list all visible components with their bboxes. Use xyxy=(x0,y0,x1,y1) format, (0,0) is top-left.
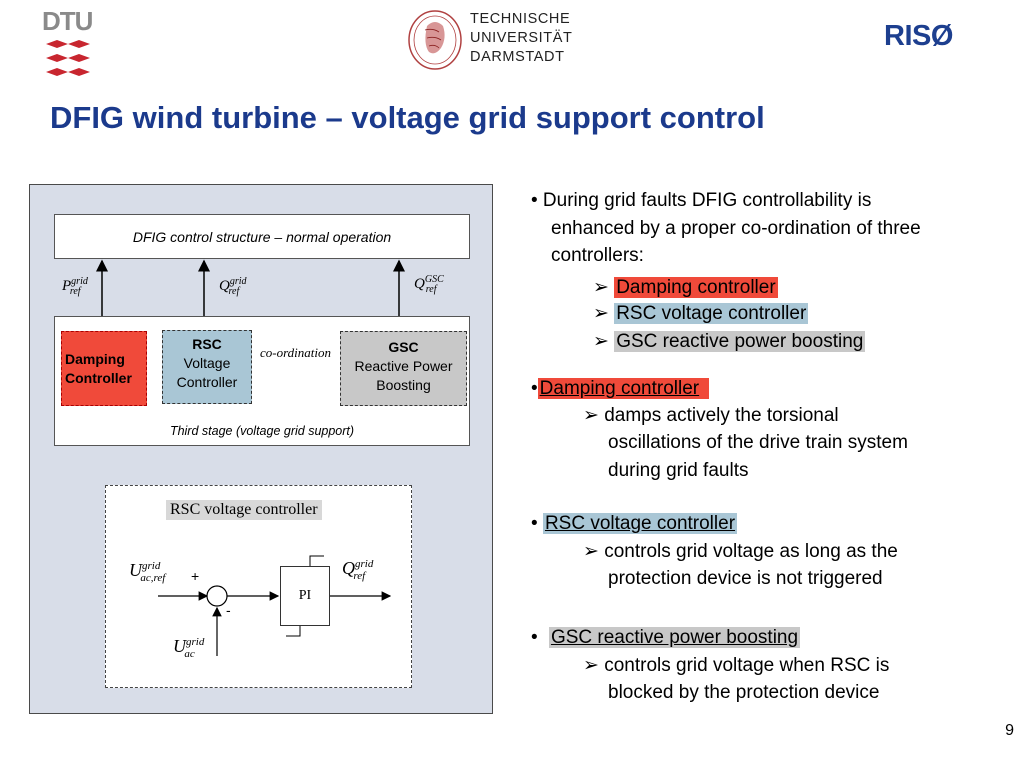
list-item-damping: ➢ Damping controller xyxy=(593,275,778,301)
tud-seal-logo xyxy=(408,10,462,70)
coordination-label: co-ordination xyxy=(260,345,332,360)
p-sub: ref xyxy=(69,286,81,297)
q-grid-ref-label: Qgridref xyxy=(219,276,247,297)
rsc-heading: • RSC voltage controller xyxy=(531,511,738,537)
slide-title: DFIG wind turbine – voltage grid support… xyxy=(50,100,765,135)
third-stage-label: Third stage (voltage grid support) xyxy=(169,424,355,438)
q-grid-ref-output-label: Qgridref xyxy=(342,558,373,582)
plus-sign: + xyxy=(191,568,200,584)
arrow-icon: ➢ xyxy=(583,541,599,562)
gsc-reactive-power-box: GSC Reactive Power Boosting xyxy=(340,331,467,406)
gsc-line-2: Reactive Power xyxy=(354,358,453,374)
u-ac-ref-label: Ugridac,ref xyxy=(129,560,165,584)
intro-line-1: • During grid faults DFIG controllabilit… xyxy=(531,190,872,211)
arrow-icon: ➢ xyxy=(593,277,609,298)
list-damping-text: Damping controller xyxy=(614,277,778,298)
q1-sup: grid xyxy=(229,276,247,287)
list-gsc-text: GSC reactive power boosting xyxy=(614,331,866,352)
damping-desc-1: ➢ damps actively the torsional xyxy=(583,403,839,429)
damping-heading: •Damping controller xyxy=(531,376,710,402)
damping-controller-box: Damping Controller xyxy=(61,331,147,406)
q-out-base: Q xyxy=(342,558,355,578)
list-rsc-text: RSC voltage controller xyxy=(614,303,809,324)
gsc-heading: • GSC reactive power boosting xyxy=(531,625,801,651)
third-stage-box: Damping Controller RSC Voltage Controlle… xyxy=(54,316,470,446)
bullet-dot: • xyxy=(531,513,538,534)
damping-line-1: Damping xyxy=(65,351,125,367)
dtu-logo-text: DTU xyxy=(42,6,93,36)
rsc-heading-text: RSC voltage controller xyxy=(542,513,738,534)
bullet-dot: • xyxy=(531,627,538,648)
tud-line-2: UNIVERSITÄT xyxy=(470,30,573,46)
rsc-desc-2: protection device is not triggered xyxy=(608,568,883,589)
rsc-desc-text-1: controls grid voltage as long as the xyxy=(604,541,898,562)
rsc-voltage-controller-box: RSC Voltage Controller xyxy=(162,330,252,404)
damping-desc-3: during grid faults xyxy=(608,460,749,481)
u-ref-sup: grid xyxy=(142,560,161,572)
p-grid-ref-label: Pgridref xyxy=(62,276,88,297)
rsc-controller-label: RSC voltage controller xyxy=(166,500,322,520)
u-ac-sub: ac xyxy=(184,647,195,660)
rsc-voltage-controller-detail: RSC voltage controller Ugridac,ref + - U… xyxy=(105,485,412,688)
bullet-text: • During grid faults DFIG controllabilit… xyxy=(531,188,1011,708)
summing-junction xyxy=(206,585,228,607)
page-number: 9 xyxy=(1005,722,1014,739)
gsc-desc-text-1: controls grid voltage when RSC is xyxy=(604,655,890,676)
intro-line-3: controllers: xyxy=(551,245,644,266)
list-item-rsc: ➢ RSC voltage controller xyxy=(593,301,809,327)
arrow-icon: ➢ xyxy=(583,655,599,676)
bullet-dot: • xyxy=(531,378,538,399)
damping-line-2: Controller xyxy=(65,370,132,386)
q-out-sup: grid xyxy=(355,558,374,570)
q-gsc-ref-label: QGSCref xyxy=(414,274,444,295)
u-ac-label: Ugridac xyxy=(173,636,204,660)
u-ac-sup: grid xyxy=(186,636,205,648)
rsc-line-2: Voltage xyxy=(183,355,231,371)
arrow-icon: ➢ xyxy=(593,303,609,324)
q1-base: Q xyxy=(219,278,230,294)
gsc-line-1: GSC xyxy=(388,339,419,355)
damping-desc-2: oscillations of the drive train system xyxy=(608,432,908,453)
tud-wordmark: TECHNISCHE UNIVERSITÄT DARMSTADT xyxy=(470,10,572,67)
u-ref-sub: ac,ref xyxy=(140,571,166,584)
arrow-icon: ➢ xyxy=(583,405,599,426)
gsc-heading-text: GSC reactive power boosting xyxy=(548,627,801,648)
damping-desc-text-1: damps actively the torsional xyxy=(604,405,839,426)
q1-sub: ref xyxy=(228,286,240,297)
q2-base: Q xyxy=(414,276,425,292)
list-item-gsc: ➢ GSC reactive power boosting xyxy=(593,329,866,355)
rsc-line-1: RSC xyxy=(192,336,222,352)
dtu-logo-mark xyxy=(46,40,90,76)
gsc-desc-2: blocked by the protection device xyxy=(608,682,880,703)
tud-line-1: TECHNISCHE xyxy=(470,11,571,27)
minus-sign: - xyxy=(226,602,231,618)
u-ref-base: U xyxy=(129,560,142,580)
rsc-controller-signal-flow xyxy=(158,555,392,656)
u-ac-base: U xyxy=(173,636,186,656)
arrow-icon: ➢ xyxy=(593,331,609,352)
pi-controller-block: PI xyxy=(280,566,330,626)
p-base: P xyxy=(62,278,72,294)
intro-line-2: enhanced by a proper co-ordination of th… xyxy=(551,218,921,239)
damping-heading-text: Damping controller xyxy=(537,378,710,399)
p-sup: grid xyxy=(71,276,88,287)
q-out-sub: ref xyxy=(353,569,366,582)
tud-line-3: DARMSTADT xyxy=(470,49,565,65)
dtu-logo: DTU xyxy=(42,6,94,78)
gsc-line-3: Boosting xyxy=(376,377,431,393)
control-structure-box: DFIG control structure – normal operatio… xyxy=(54,214,470,259)
control-structure-label: DFIG control structure – normal operatio… xyxy=(132,229,392,245)
q2-sup: GSC xyxy=(424,274,444,285)
gsc-desc-1: ➢ controls grid voltage when RSC is xyxy=(583,653,889,679)
rsc-desc-1: ➢ controls grid voltage as long as the xyxy=(583,539,898,565)
riso-logo: RISØ xyxy=(884,20,953,52)
control-diagram: DFIG control structure – normal operatio… xyxy=(29,184,493,714)
q2-sub: ref xyxy=(425,284,437,295)
rsc-line-3: Controller xyxy=(176,374,238,390)
